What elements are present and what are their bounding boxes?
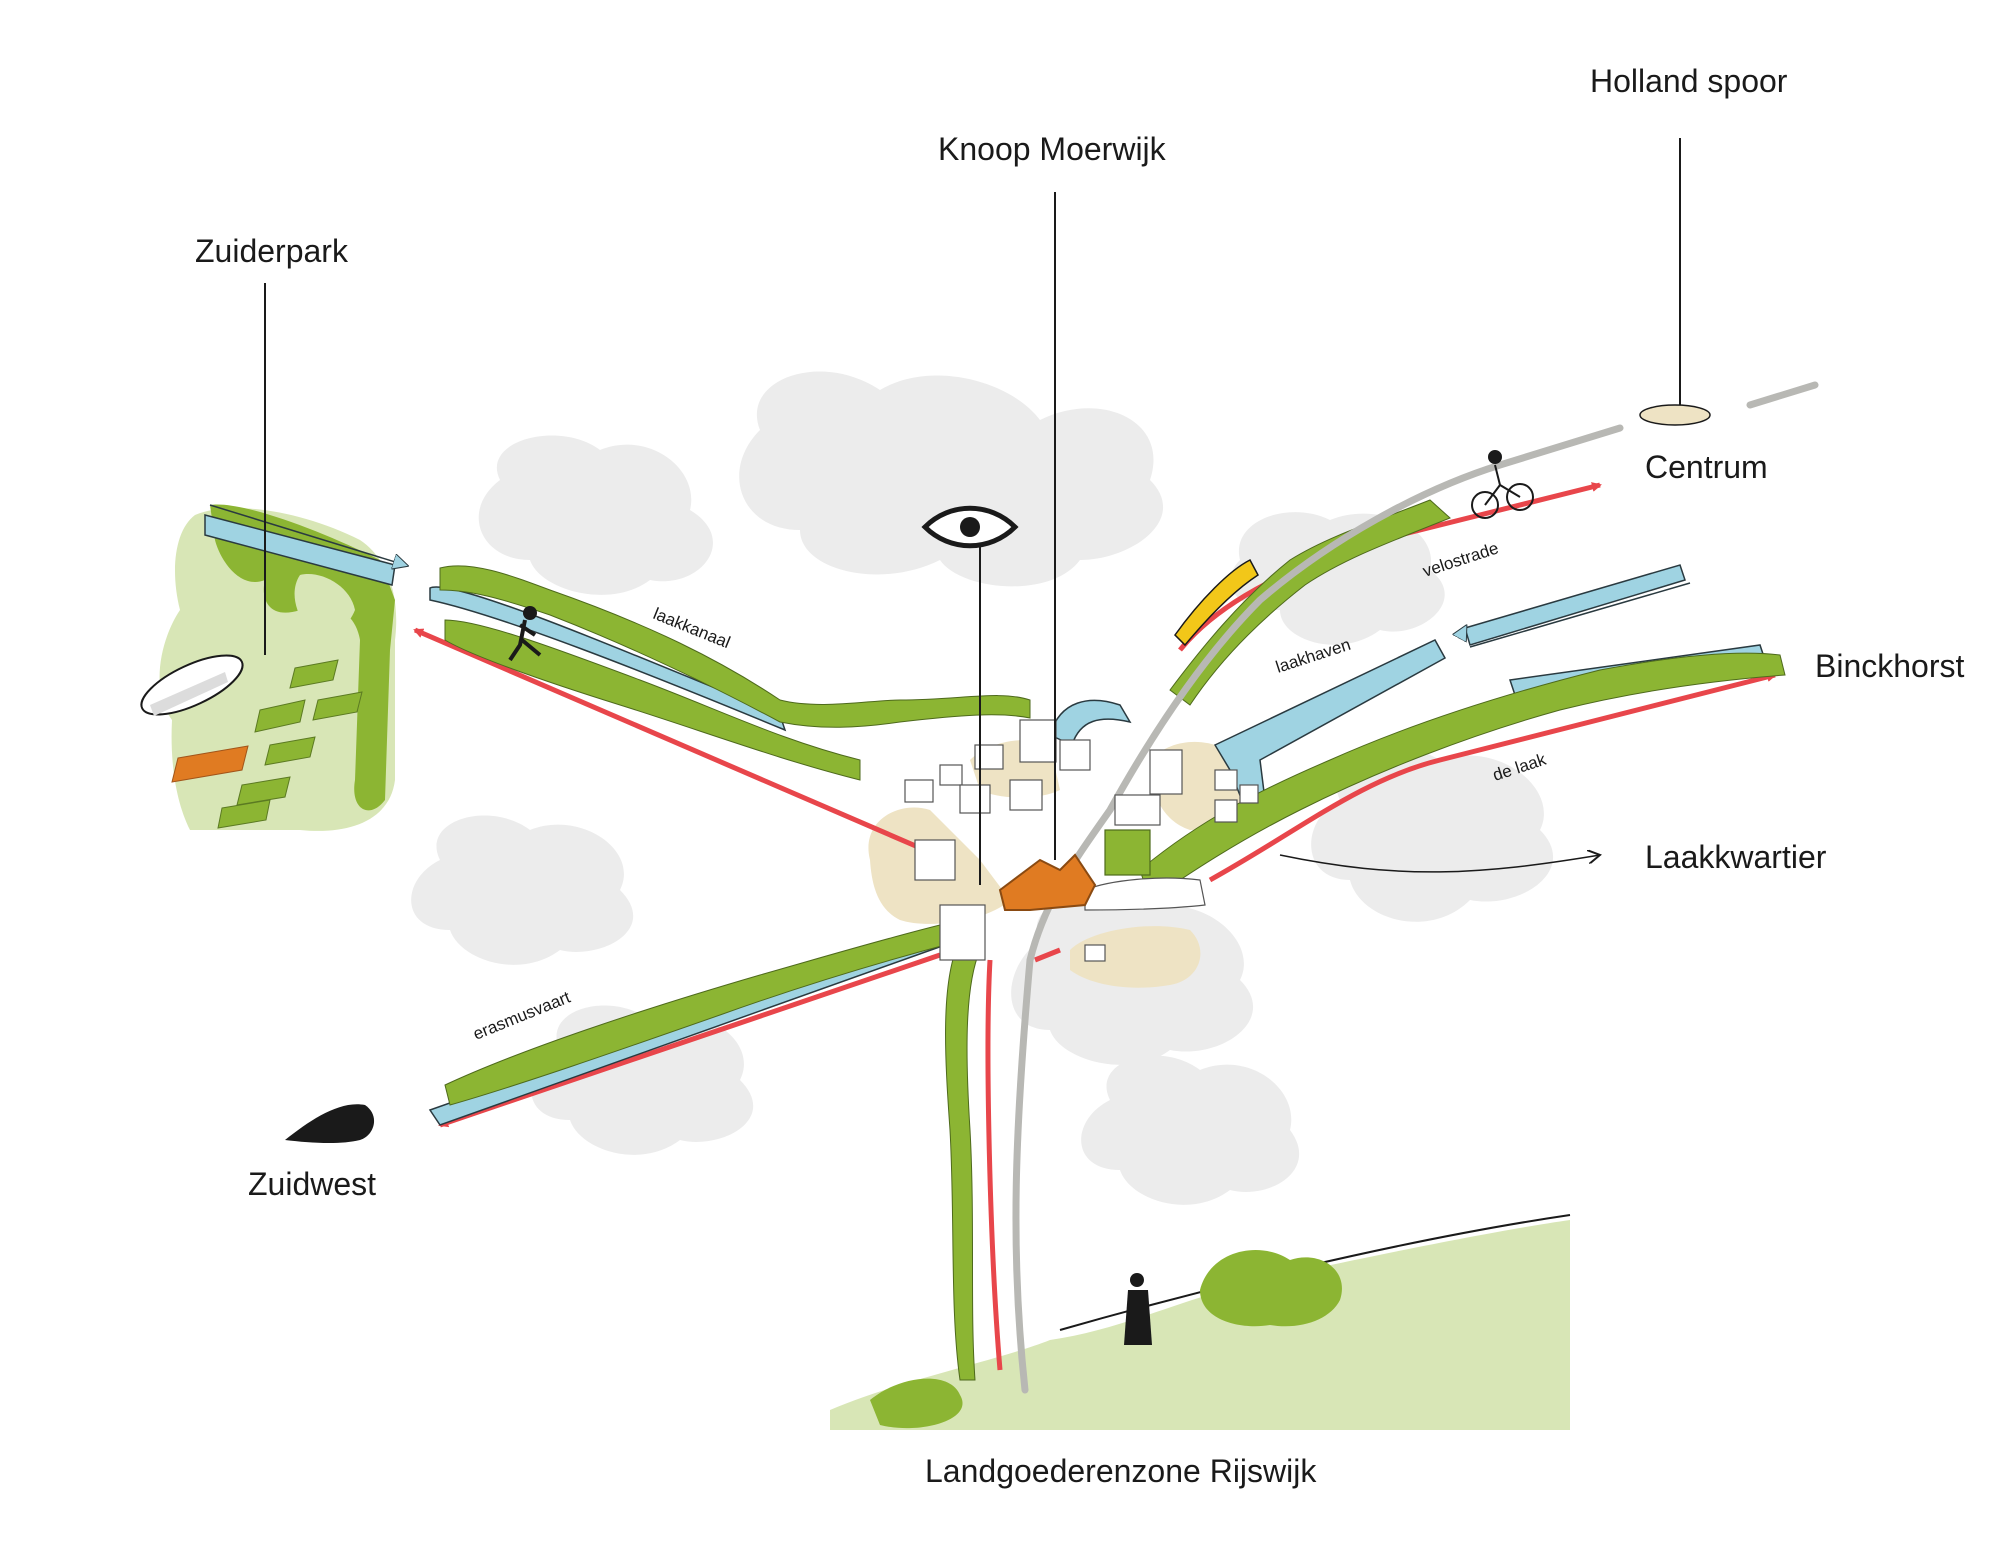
label-centrum: Centrum (1645, 449, 1768, 485)
pedestrian-icon (1124, 1273, 1152, 1345)
background-clouds (411, 371, 1554, 1205)
label-pointers (264, 138, 1681, 885)
holland-spoor-station (1639, 404, 1711, 426)
yellow-train (1174, 559, 1259, 647)
railway (1012, 381, 1819, 1394)
buildings (904, 719, 1259, 962)
swimmer-icon (285, 1104, 375, 1144)
label-zuiderpark: Zuiderpark (195, 233, 349, 269)
knoop-moerwijk-structure (998, 853, 1097, 911)
eye-icon (921, 505, 1019, 549)
runner-icon (508, 606, 542, 662)
landgoederenzone-landscape (830, 1214, 1571, 1430)
zuiderpark-park (140, 504, 397, 831)
label-knoop-moerwijk: Knoop Moerwijk (938, 131, 1167, 167)
tree-bands (439, 499, 1786, 1381)
label-velostrade: velostrade (1420, 538, 1500, 580)
label-laakkwartier: Laakkwartier (1645, 839, 1827, 875)
cyclist-icon (1471, 450, 1534, 519)
label-zuidwest: Zuidwest (248, 1166, 376, 1202)
label-binckhorst: Binckhorst (1815, 648, 1965, 684)
label-landgoederenzone: Landgoederenzone Rijswijk (925, 1453, 1317, 1489)
laakkwartier-arrow (1279, 855, 1600, 873)
label-holland-spoor: Holland spoor (1590, 63, 1788, 99)
